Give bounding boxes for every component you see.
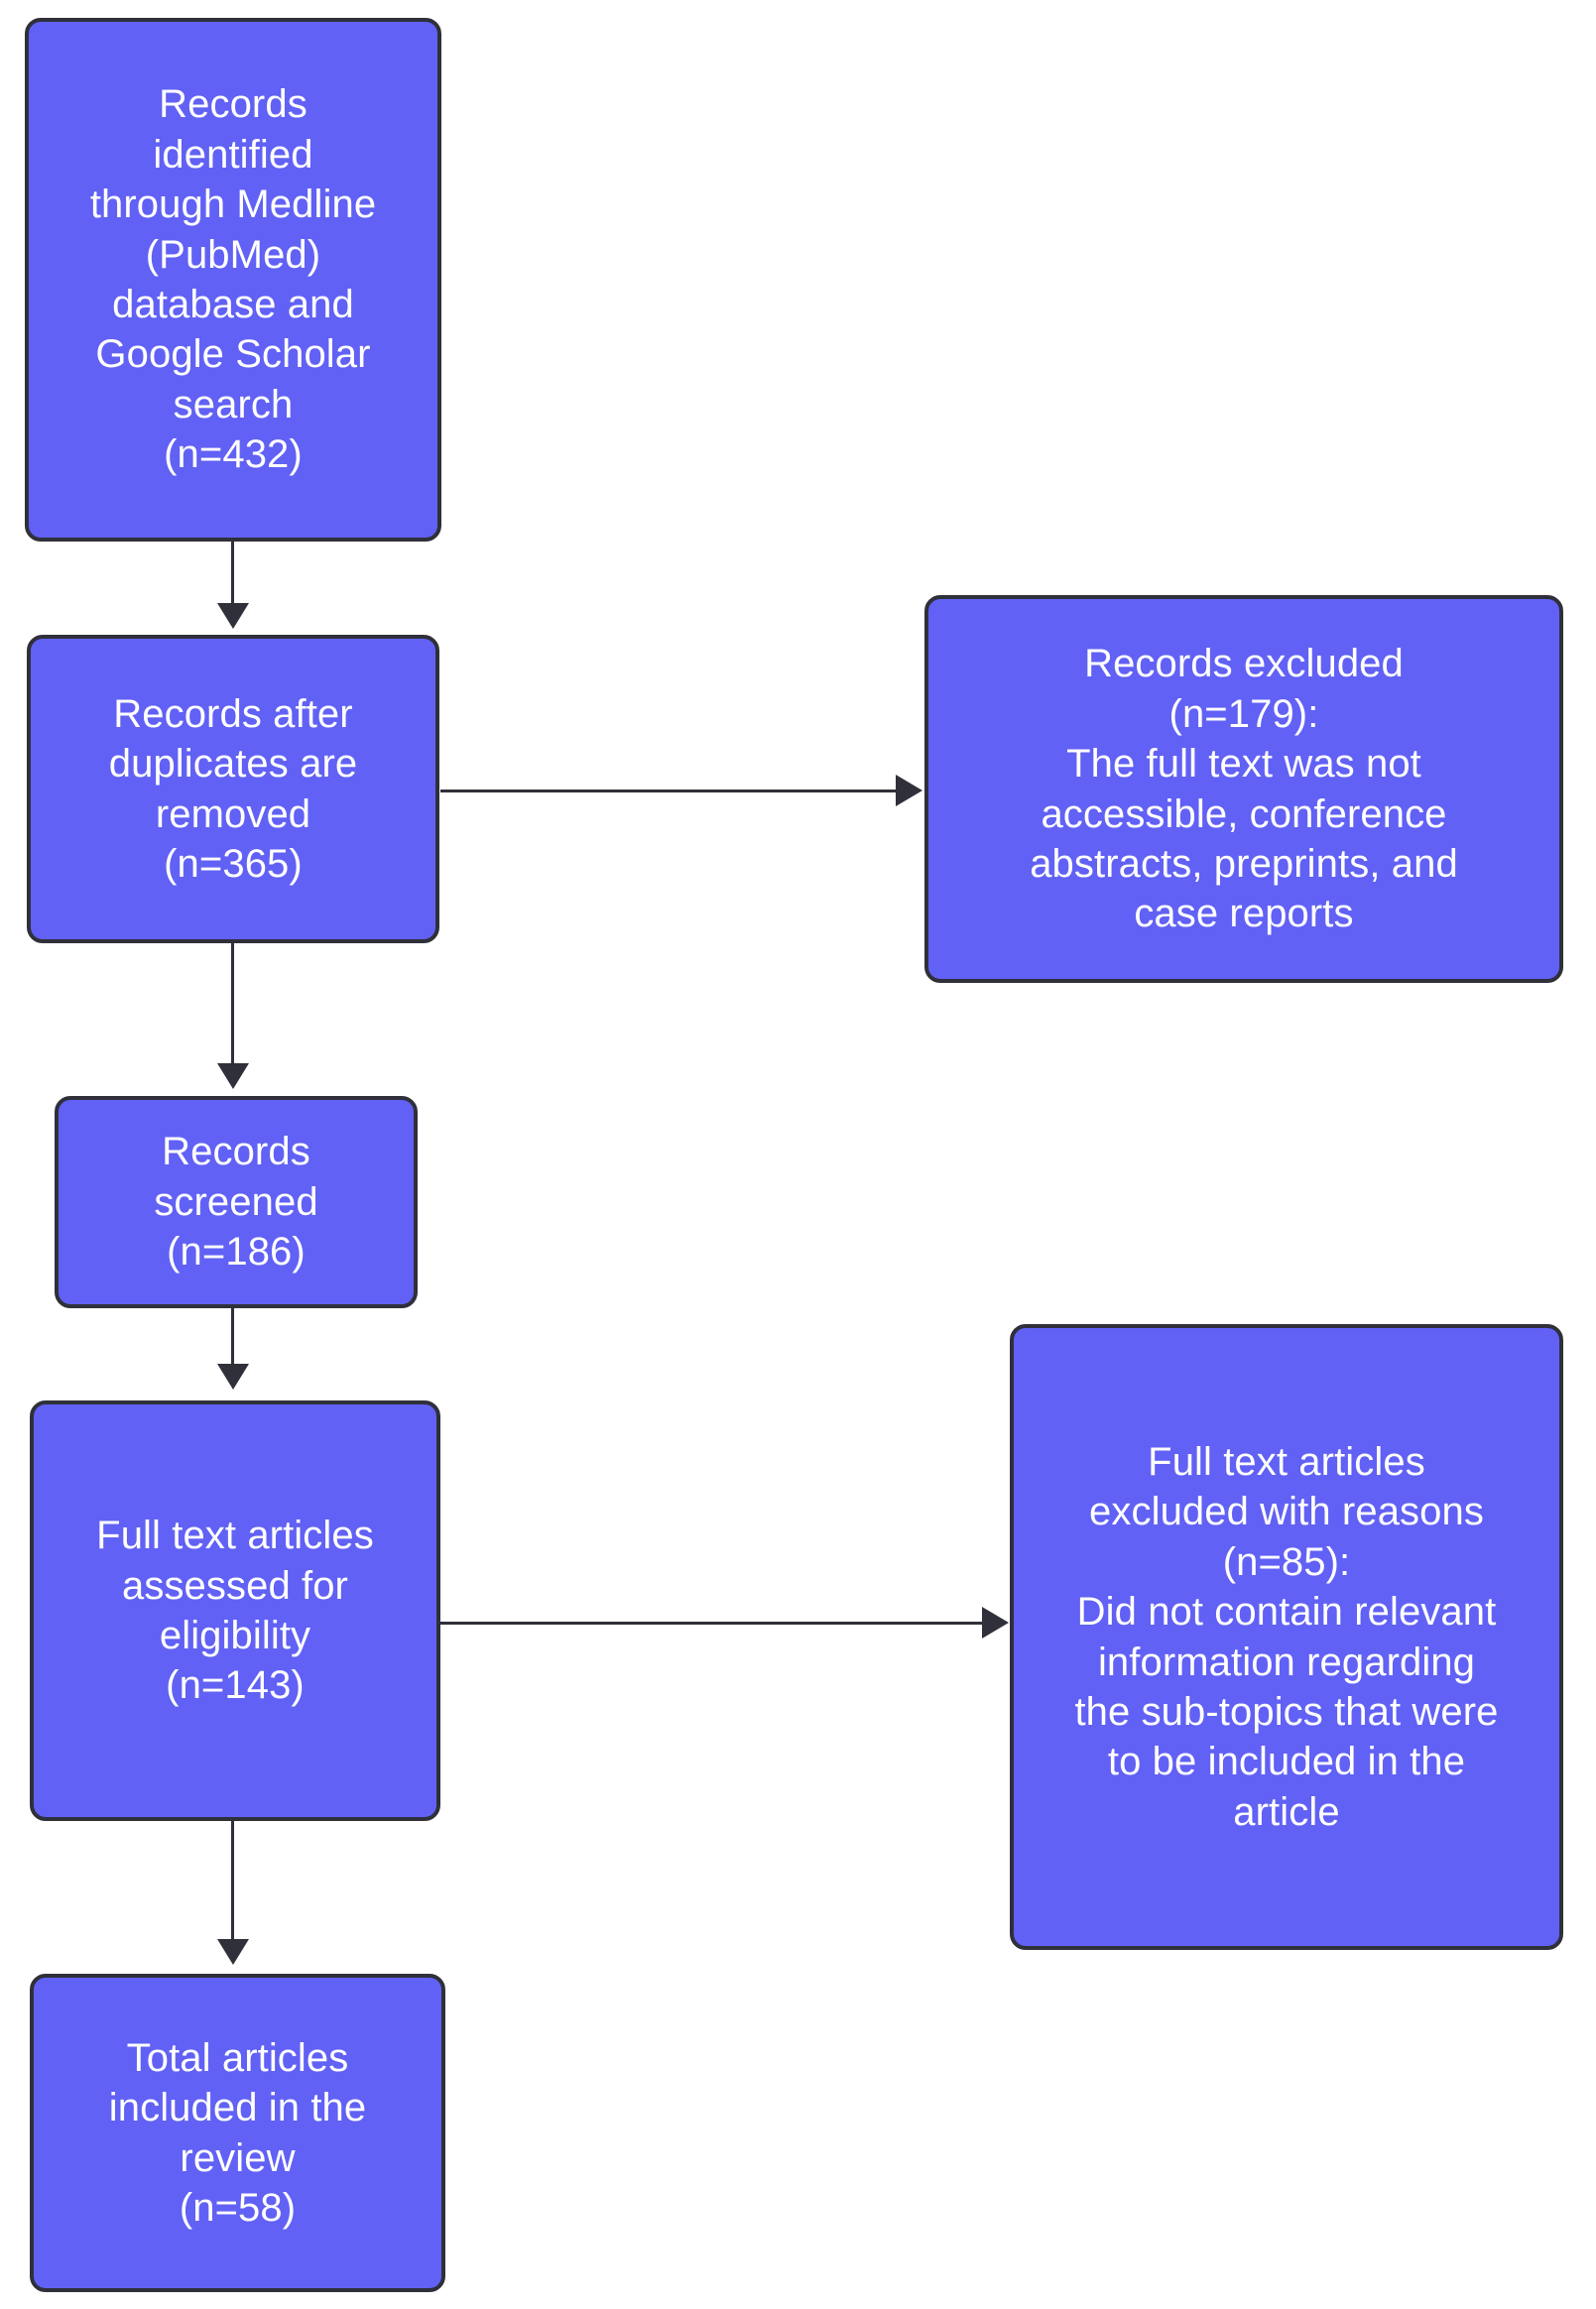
edge-deduped-to-screened-line: [231, 943, 234, 1070]
arrow-right-icon-deduped-to-excluded: [896, 775, 922, 806]
edge-screened-to-fulltext-line: [231, 1308, 234, 1373]
edge-fulltext-to-included-line: [231, 1821, 234, 1945]
node-full-text-articles-excluded: Full text articles excluded with reasons…: [1010, 1324, 1563, 1950]
arrow-down-icon-screened-to-fulltext: [217, 1364, 249, 1390]
arrow-down-icon-deduped-to-screened: [217, 1063, 249, 1089]
edge-deduped-to-excluded-line: [440, 790, 897, 792]
node-records-identified: Records identified through Medline (PubM…: [25, 18, 441, 542]
arrow-down-icon-fulltext-to-included: [217, 1939, 249, 1965]
edge-fulltext-to-excluded-line: [440, 1622, 983, 1625]
node-records-after-duplicates-removed: Records after duplicates are removed (n=…: [27, 635, 439, 943]
node-records-excluded: Records excluded (n=179): The full text …: [924, 595, 1563, 983]
node-records-screened: Records screened (n=186): [55, 1096, 418, 1308]
node-total-articles-included: Total articles included in the review (n…: [30, 1974, 445, 2292]
arrow-down-icon-identified-to-deduped: [217, 603, 249, 629]
arrow-right-icon-fulltext-to-excluded: [982, 1607, 1009, 1639]
edge-identified-to-deduped-line: [231, 542, 234, 613]
node-full-text-articles-assessed: Full text articles assessed for eligibil…: [30, 1400, 440, 1821]
